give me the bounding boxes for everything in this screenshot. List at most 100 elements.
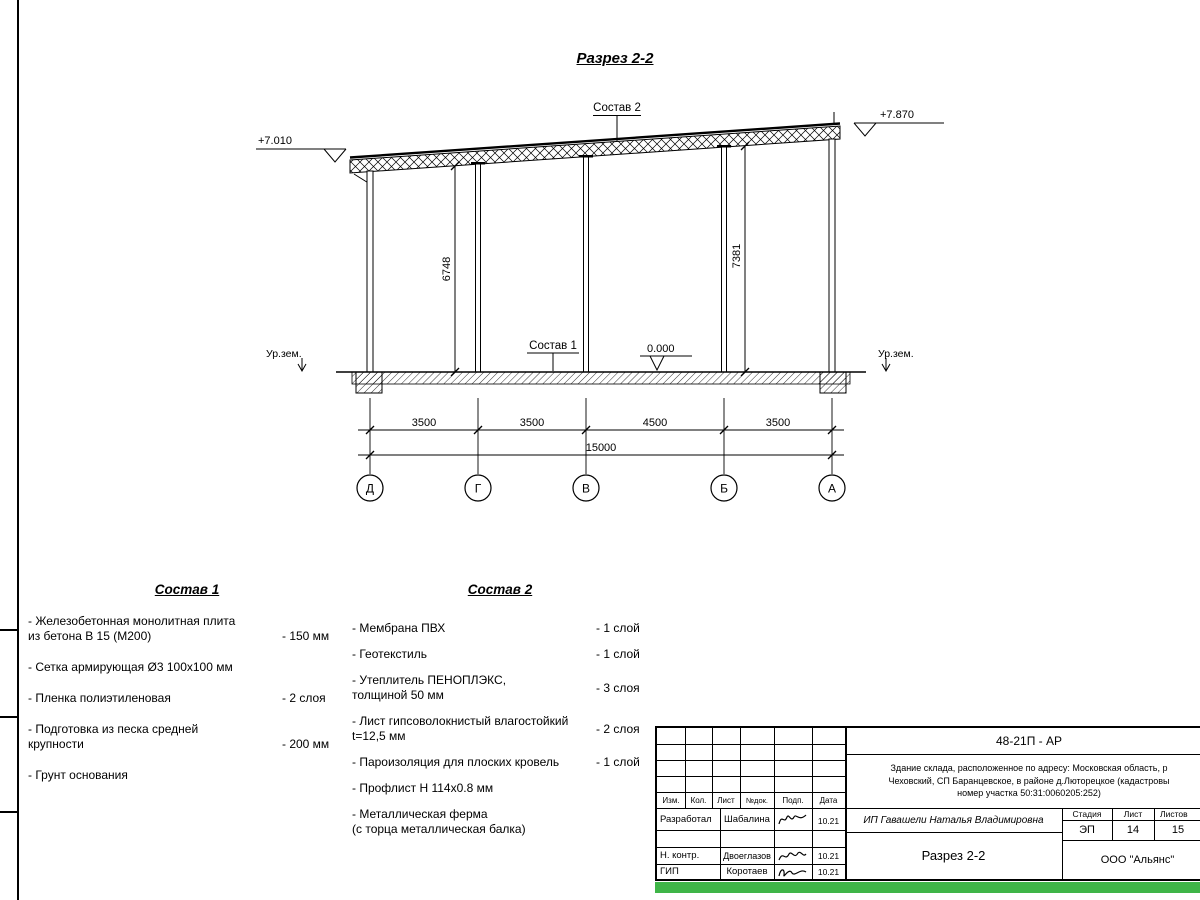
stage-value: 15 [1171,824,1185,836]
item-text: - Грунт основания [28,768,128,782]
grid-label-a: А [828,482,836,496]
item-text: - Лист гипсоволокнистый влагостойкий t=1… [352,714,569,743]
grid-label-b: Б [720,482,728,496]
item-value: - 3 слоя [596,680,640,695]
signature [774,808,812,830]
list-item: - Пленка полиэтиленовая - 2 слоя [28,691,346,706]
sheet-title: Разрез 2-2 [921,848,986,863]
item-value: - 1 слой [596,755,640,769]
item-text: - Пароизоляция для плоских кровель [352,755,560,769]
row-date: 10.21 [817,850,840,861]
item-text: - Металлическая ферма (с торца металличе… [352,807,526,836]
col-ndok: №док. [746,795,768,805]
sostav2-drawing-label: Состав 2 [593,102,641,114]
list-item: - Утеплитель ПЕНОПЛЭКС, толщиной 50 мм -… [352,673,648,703]
height-left-dim: 6748 [441,257,453,281]
columns [366,138,836,373]
stage-col-header: Лист [1123,809,1143,819]
signature-icon [778,868,807,876]
list-item: - Пароизоляция для плоских кровель - 1 с… [352,755,648,770]
grid-label-v: В [582,482,590,496]
list-item: - Металлическая ферма (с торца металличе… [352,807,648,837]
title-block: Изм. Кол. Лист №док. Подп. Дата Разработ… [655,726,1200,881]
list-item: - Подготовка из песка средней крупности … [28,722,346,752]
ground-left-label: Ур.зем. [266,348,302,360]
row-date: 10.21 [817,866,840,877]
item-text: - Профлист Н 114х0.8 мм [352,781,494,795]
item-value: - 150 мм [282,629,330,643]
row-name: Шабалина [724,813,770,825]
row-name: Коротаев [726,866,768,877]
height-right-dim: 7381 [731,244,743,268]
row-role: Разработал [660,813,712,825]
stage-value: ЭП [1079,824,1095,836]
zero-level-label: 0.000 [647,343,675,355]
stage-col-header: Стадия [1072,809,1102,819]
dim-total: 15000 [586,442,617,454]
item-text: - Мембрана ПВХ [352,621,446,635]
list-item: - Лист гипсоволокнистый влагостойкий t=1… [352,714,648,744]
grid-label-d: Д [366,482,374,496]
elevation-marks: +7.010 +7.870 [256,109,944,163]
sostav-leaders: Состав 2 Состав 1 0.000 [527,102,692,372]
elev-left-label: +7.010 [258,135,292,147]
item-text: - Подготовка из песка средней крупности [28,722,199,751]
bottom-dimensions: 3500 3500 4500 3500 15000 [358,398,844,474]
item-value: - 2 слоя [282,691,326,705]
signature-icon [778,814,807,825]
item-value: - 2 слоя [596,721,640,736]
height-dimensions: 6748 7381 [441,141,750,377]
row-date: 10.21 [817,816,840,826]
list-item: - Профлист Н 114х0.8 мм [352,781,648,796]
ground-slab [336,371,866,394]
signature [774,847,812,864]
list-item: - Грунт основания [28,768,346,783]
list-item: - Геотекстиль - 1 слой [352,647,648,662]
drawing-title: Разрез 2-2 [576,50,654,67]
project-description: Здание склада, расположенное по адресу: … [845,755,1200,807]
elev-right-label: +7.870 [880,109,914,121]
dim-seg-2: 3500 [520,417,544,429]
row-role: ГИП [660,866,679,877]
col-izm: Изм. [662,795,680,805]
signature [774,864,812,879]
dim-seg-1: 3500 [412,417,436,429]
doc-code: 48-21П - АР [996,734,1062,748]
item-value: - 200 мм [282,737,330,751]
section-drawing: +7.010 +7.870 Состав 2 Состав 1 0.000 Ур… [256,102,944,502]
stage-value: 14 [1126,824,1140,836]
item-text: - Сетка армирующая Ø3 100х100 мм [28,660,233,674]
sostav1-drawing-label: Состав 1 [529,340,577,352]
sostav2-heading: Состав 2 [467,582,533,597]
signature-icon [778,851,807,860]
grid-label-g: Г [475,482,482,496]
ground-right-label: Ур.зем. [878,348,914,360]
ground-level-marks: Ур.зем. Ур.зем. [266,348,914,373]
row-role: Н. контр. [660,850,700,861]
dim-seg-3: 4500 [643,417,667,429]
list-item: - Железобетонная монолитная плита из бет… [28,614,346,644]
frame-tick-1 [0,629,17,631]
sostav2-list: Состав 2 - Мембрана ПВХ - 1 слой - Геоте… [352,582,648,837]
dim-seg-4: 3500 [766,417,790,429]
sostav1-list: Состав 1 - Железобетонная монолитная пли… [28,582,346,783]
description-line: номер участка 50:31:0060205:252) [957,788,1101,799]
titleblock-accent-bar [655,882,1200,893]
item-value: - 1 слой [596,647,640,661]
grid-bubbles: Д Г В Б А [356,474,846,502]
col-kol: Кол. [690,795,707,805]
item-text: - Пленка полиэтиленовая [28,691,171,705]
description-line: Здание склада, расположенное по адресу: … [890,763,1168,774]
frame-tick-2 [0,716,17,718]
list-item: - Сетка армирующая Ø3 100х100 мм [28,660,346,675]
description-line: Чеховский, СП Баранцевское, в районе д.Л… [888,775,1170,786]
row-name: Двоеглазов [723,850,771,861]
col-list: Лист [717,795,735,805]
roof-truss [349,112,841,185]
col-podp: Подп. [782,795,804,805]
col-data: Дата [819,795,838,805]
item-text: - Утеплитель ПЕНОПЛЭКС, толщиной 50 мм [352,673,507,702]
client-name: ИП Гавашели Наталья Владимировна [863,814,1044,826]
item-text: - Геотекстиль [352,647,427,661]
item-text: - Железобетонная монолитная плита из бет… [28,614,236,643]
